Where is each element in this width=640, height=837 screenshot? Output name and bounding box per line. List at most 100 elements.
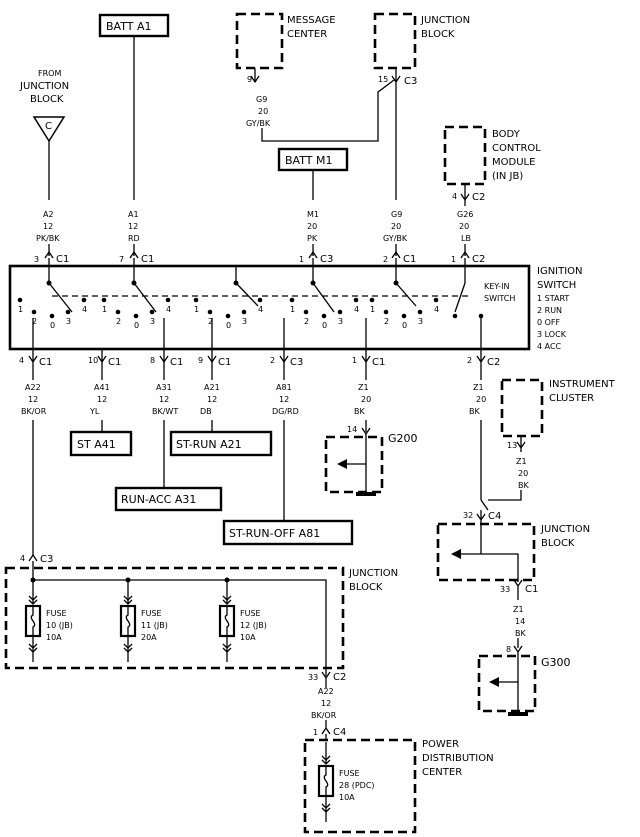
bcm-box — [443, 125, 487, 186]
position-legend: 1 START 2 RUN 0 OFF 3 LOCK 4 ACC — [537, 294, 569, 351]
svg-text:FUSE: FUSE — [339, 769, 360, 778]
switch-pos-g1-0: 1 — [18, 305, 23, 314]
svg-text:LB: LB — [461, 234, 471, 243]
svg-text:GY/BK: GY/BK — [383, 234, 408, 243]
switch-pos-g2-4: 4 — [166, 305, 171, 314]
svg-text:1: 1 — [451, 255, 456, 264]
jb-right-label-2: BLOCK — [541, 538, 575, 549]
svg-text:RD: RD — [128, 234, 140, 243]
g200-pin: 14 — [347, 425, 357, 434]
switch-pos-g2-2: 0 — [134, 321, 139, 330]
switch-pos-g5-2: 0 — [402, 321, 407, 330]
svg-text:C3: C3 — [290, 357, 303, 368]
svg-text:10A: 10A — [339, 793, 355, 802]
st-a41-label: ST A41 — [77, 438, 116, 451]
svg-text:A31: A31 — [156, 383, 172, 392]
svg-text:A81: A81 — [276, 383, 292, 392]
mc-circuit: G9 — [256, 95, 267, 104]
top-wire-group-a2: A2 12 PK/BK 3 C1 — [34, 210, 69, 266]
top-wire-group-g9: G9 20 GY/BK 2 C1 — [383, 210, 416, 266]
svg-text:1: 1 — [352, 356, 357, 365]
svg-text:2 RUN: 2 RUN — [537, 306, 562, 315]
g300-pin: 8 — [506, 645, 511, 654]
ic-gauge: 20 — [518, 469, 528, 478]
batt-m1-label: BATT M1 — [285, 154, 332, 167]
svg-text:12: 12 — [159, 395, 169, 404]
svg-text:C2: C2 — [487, 357, 500, 368]
svg-text:Z1: Z1 — [473, 383, 484, 392]
svg-text:DG/RD: DG/RD — [272, 407, 299, 416]
st-run-a21-box — [169, 430, 273, 457]
st-run-off-a81-label: ST-RUN-OFF A81 — [229, 527, 320, 540]
svg-text:PK: PK — [307, 234, 318, 243]
svg-text:FUSE: FUSE — [240, 609, 261, 618]
svg-text:3: 3 — [34, 255, 39, 264]
svg-text:C2: C2 — [472, 254, 485, 265]
jb-middle-label-2: BLOCK — [349, 582, 383, 593]
pdc-in-pin: 1 — [313, 728, 318, 737]
jb-middle-label-1: JUNCTION — [348, 568, 398, 579]
svg-text:G9: G9 — [391, 210, 402, 219]
svg-text:7: 7 — [119, 255, 124, 264]
switch-pos-g5-1: 2 — [384, 317, 389, 326]
bcm-label-4: (IN JB) — [492, 171, 523, 182]
from-jb-label-1: FROM — [38, 69, 61, 78]
ignition-label-2: SWITCH — [537, 280, 576, 291]
svg-text:10 (JB): 10 (JB) — [46, 621, 73, 630]
ic-label-2: CLUSTER — [549, 393, 594, 404]
jb-middle-box — [4, 566, 345, 670]
switch-pos-g2-1: 2 — [116, 317, 121, 326]
svg-text:A41: A41 — [94, 383, 110, 392]
switch-pos-g3-1: 2 — [208, 317, 213, 326]
svg-text:20: 20 — [361, 395, 371, 404]
jbm-in-conn: C3 — [40, 554, 53, 565]
jbr-in-pin: 32 — [463, 511, 473, 520]
svg-text:DB: DB — [200, 407, 212, 416]
ignition-switch-box — [8, 264, 531, 351]
svg-text:9: 9 — [198, 356, 203, 365]
svg-text:11 (JB): 11 (JB) — [141, 621, 168, 630]
svg-text:12: 12 — [28, 395, 38, 404]
g200-label: G200 — [388, 432, 418, 445]
jbr-out-pin: 33 — [500, 585, 510, 594]
svg-text:1: 1 — [299, 255, 304, 264]
switch-pos-g4-1: 2 — [304, 317, 309, 326]
svg-text:12: 12 — [97, 395, 107, 404]
switch-pos-g1-2: 0 — [50, 321, 55, 330]
switch-pos-g5-0: 1 — [370, 305, 375, 314]
jbm-out-conn: C2 — [333, 672, 346, 683]
svg-text:10A: 10A — [240, 633, 256, 642]
svg-text:C1: C1 — [39, 357, 52, 368]
switch-pos-g3-4: 4 — [258, 305, 263, 314]
jb-right-label-1: JUNCTION — [540, 524, 590, 535]
svg-text:C1: C1 — [403, 254, 416, 265]
pdc-in-conn: C4 — [333, 727, 346, 738]
jb-top-pin: 15 — [378, 75, 388, 84]
pdc-label-1: POWER — [422, 739, 459, 750]
svg-text:BK: BK — [469, 407, 480, 416]
svg-text:12: 12 — [279, 395, 289, 404]
switch-pos-g1-4: 4 — [82, 305, 87, 314]
keyin-label-2: SWITCH — [484, 294, 515, 303]
svg-text:10A: 10A — [46, 633, 62, 642]
svg-text:Z1: Z1 — [358, 383, 369, 392]
svg-text:4 ACC: 4 ACC — [537, 342, 562, 351]
svg-text:C1: C1 — [218, 357, 231, 368]
svg-text:20A: 20A — [141, 633, 157, 642]
svg-text:20: 20 — [459, 222, 469, 231]
z1-14-color: BK — [515, 629, 526, 638]
svg-text:C1: C1 — [372, 357, 385, 368]
c-splice-marker — [32, 116, 66, 143]
g300-label: G300 — [541, 656, 571, 669]
svg-text:2: 2 — [467, 356, 472, 365]
ic-pin: 13 — [507, 441, 517, 450]
